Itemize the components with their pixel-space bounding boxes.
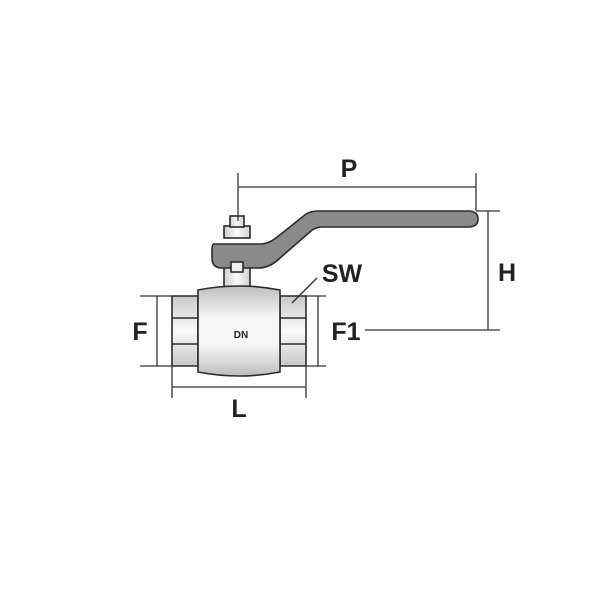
dn-label: DN (234, 330, 248, 341)
sw-leader-line (291, 277, 318, 304)
dimension-h-label: H (498, 259, 516, 287)
stem-cap (223, 215, 251, 239)
sw-label: SW (322, 260, 363, 288)
dimension-f (140, 295, 172, 367)
valve-body: DN (171, 257, 307, 377)
handle-nut (230, 261, 244, 273)
dimension-p (237, 173, 477, 221)
left-hex-nut (171, 295, 199, 367)
dimension-l-label: L (231, 395, 246, 423)
dimension-f1 (306, 295, 326, 367)
central-body (197, 285, 281, 377)
lever-handle (211, 210, 479, 269)
dimension-h (365, 210, 500, 331)
dimension-f1-label: F1 (331, 318, 360, 346)
right-hex-nut (279, 295, 307, 367)
dimension-p-label: P (341, 155, 358, 183)
dimension-l (171, 366, 307, 398)
dimension-f-label: F (132, 318, 147, 346)
